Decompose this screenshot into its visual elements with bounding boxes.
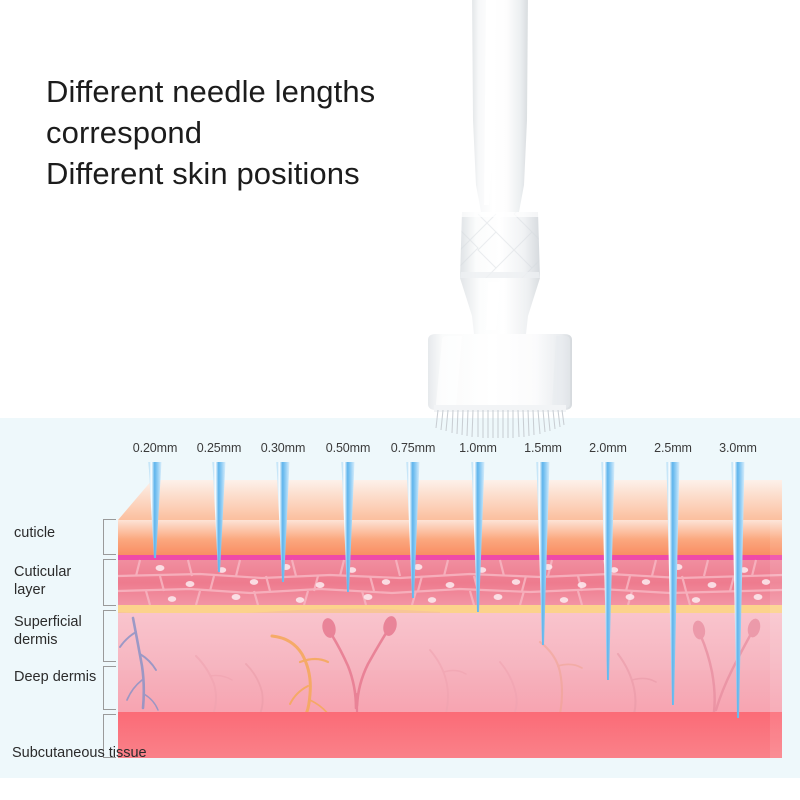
- layer-deep-dermis: [118, 670, 782, 712]
- bracket-cuticle: [103, 519, 116, 555]
- skin-cross-section: [118, 462, 782, 758]
- pen-shaft: [472, 0, 528, 212]
- needle-label-1-0mm: 1.0mm: [459, 441, 497, 455]
- page-title: Different needle lengths correspond Diff…: [46, 74, 376, 191]
- pen-knurled-collar: [460, 212, 540, 278]
- bracket-deep-dermis: [103, 666, 116, 710]
- needle-label-3-0mm: 3.0mm: [719, 441, 757, 455]
- layer-label-subcutaneous-tissue: Subcutaneous tissue: [12, 745, 147, 761]
- needle-1-5mm: [536, 462, 550, 645]
- pen-neck: [460, 278, 540, 334]
- dermis-structures: [119, 616, 761, 712]
- needle-label-0-50mm: 0.50mm: [325, 441, 371, 455]
- needle-0-20mm: [148, 462, 162, 558]
- layer-label-superficial-dermis: Superficial dermis: [14, 614, 82, 648]
- needle-label-0-20mm: 0.20mm: [132, 441, 178, 455]
- needle-1-0mm: [471, 462, 485, 612]
- needle-2-5mm: [666, 462, 680, 705]
- micro-needle-array: [435, 409, 565, 438]
- needle-0-75mm: [406, 462, 420, 598]
- layer-subcutaneous: [118, 712, 782, 758]
- layer-superficial-dermis: [118, 613, 782, 670]
- layer-basement-membrane: [118, 605, 782, 613]
- needle-plate: [434, 405, 566, 412]
- needle-label-1-5mm: 1.5mm: [524, 441, 562, 455]
- needle-0-50mm: [341, 462, 355, 592]
- needle-label-0-30mm: 0.30mm: [260, 441, 306, 455]
- microneedling-pen: [428, 0, 572, 438]
- needle-head-block: [428, 334, 572, 410]
- needle-label-0-75mm: 0.75mm: [390, 441, 436, 455]
- cuticular-cell-texture: [118, 559, 782, 605]
- layer-label-cuticular-layer: Cuticular layer: [14, 564, 72, 598]
- needle-label-2-5mm: 2.5mm: [654, 441, 692, 455]
- needle-label-0-25mm: 0.25mm: [196, 441, 242, 455]
- needle-0-25mm: [212, 462, 226, 572]
- layer-label-cuticle: cuticle: [14, 525, 56, 541]
- layer-divider-magenta: [118, 555, 782, 560]
- bracket-subcutaneous-tissue: [103, 714, 116, 758]
- needle-3-0mm: [731, 462, 745, 718]
- bracket-cuticular-layer: [103, 559, 116, 606]
- needle-2-0mm: [601, 462, 615, 680]
- bracket-superficial-dermis: [103, 610, 116, 662]
- needle-label-2-0mm: 2.0mm: [589, 441, 627, 455]
- needle-group: [148, 462, 745, 718]
- needle-0-30mm: [276, 462, 290, 582]
- layer-label-deep-dermis: Deep dermis: [14, 669, 97, 685]
